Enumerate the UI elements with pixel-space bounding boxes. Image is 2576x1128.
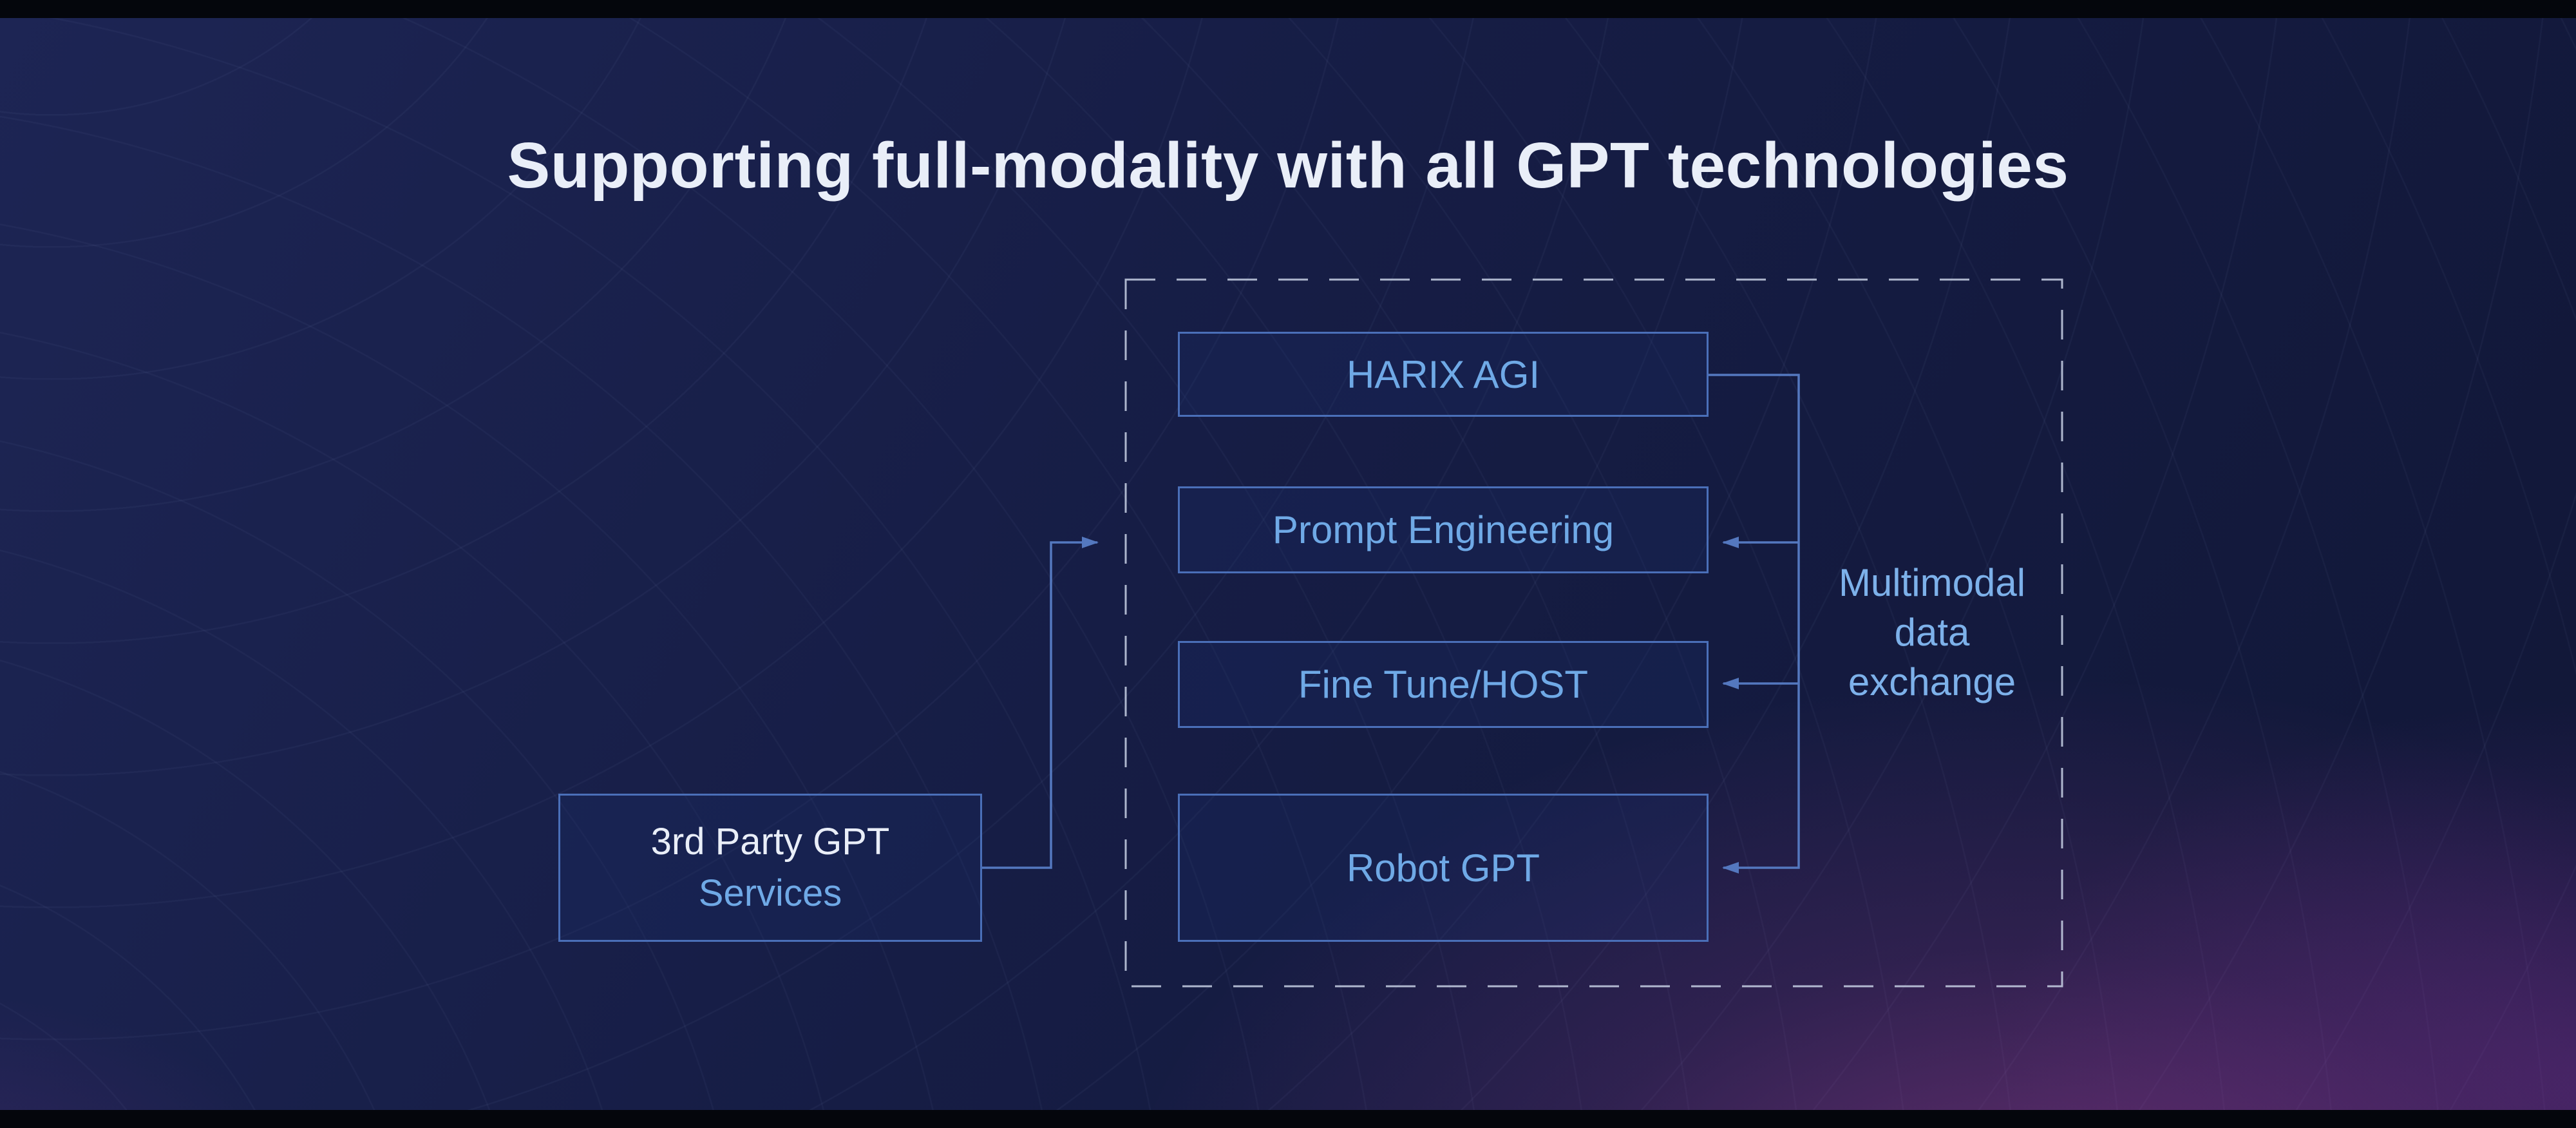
box-third-party-label-line1: 3rd Party GPT (650, 821, 890, 863)
box-robot-gpt-label: Robot GPT (1346, 846, 1540, 890)
dashed-group-border (1124, 278, 2063, 988)
box-third-party-gpt-services: 3rd Party GPT Services (558, 794, 982, 942)
connector-harix-to-robot-gpt (1709, 374, 1800, 874)
annotation-line-1: Multimodal (1838, 561, 2026, 604)
box-prompt-engineering: Prompt Engineering (1178, 486, 1709, 573)
box-robot-gpt: Robot GPT (1178, 794, 1709, 942)
box-fine-tune-host: Fine Tune/HOST (1178, 641, 1709, 728)
top-letterbox-bar (0, 0, 2576, 18)
multimodal-data-exchange-label: Multimodal data exchange (1803, 558, 2061, 707)
box-harix-agi-label: HARIX AGI (1346, 352, 1540, 396)
box-harix-agi: HARIX AGI (1178, 332, 1709, 417)
box-third-party-label-line2: Services (698, 872, 842, 914)
box-prompt-engineering-label: Prompt Engineering (1272, 508, 1615, 551)
annotation-line-2: data (1894, 611, 1970, 654)
box-fine-tune-host-label: Fine Tune/HOST (1298, 663, 1589, 706)
bottom-letterbox-bar (0, 1110, 2576, 1128)
page-title: Supporting full-modality with all GPT te… (507, 129, 2069, 202)
annotation-line-3: exchange (1848, 660, 2016, 703)
connector-third-party-to-group (982, 537, 1099, 869)
